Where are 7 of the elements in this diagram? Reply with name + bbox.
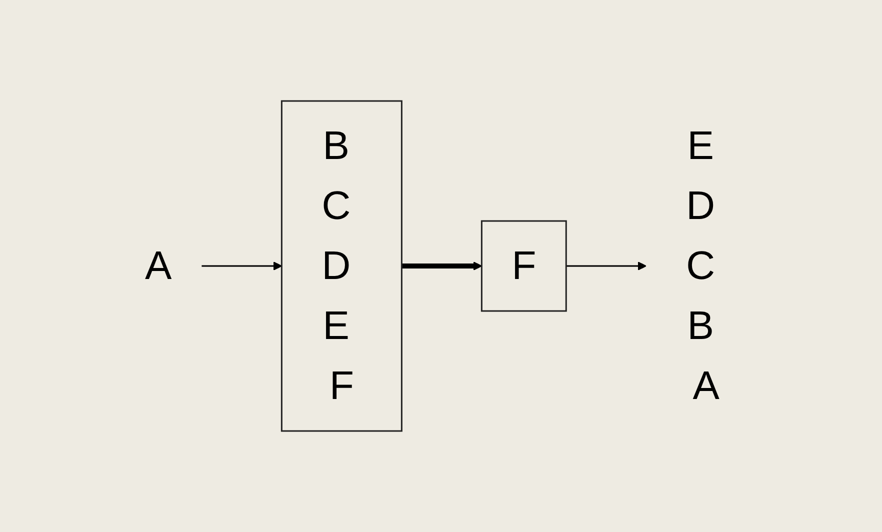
node-text: A — [145, 244, 172, 288]
node-box: F — [481, 220, 568, 312]
arrow — [402, 262, 483, 270]
node-text: E D C B A — [686, 124, 720, 408]
arrow — [202, 262, 283, 270]
arrow — [566, 262, 647, 270]
node-box: B C D E F — [281, 100, 403, 432]
